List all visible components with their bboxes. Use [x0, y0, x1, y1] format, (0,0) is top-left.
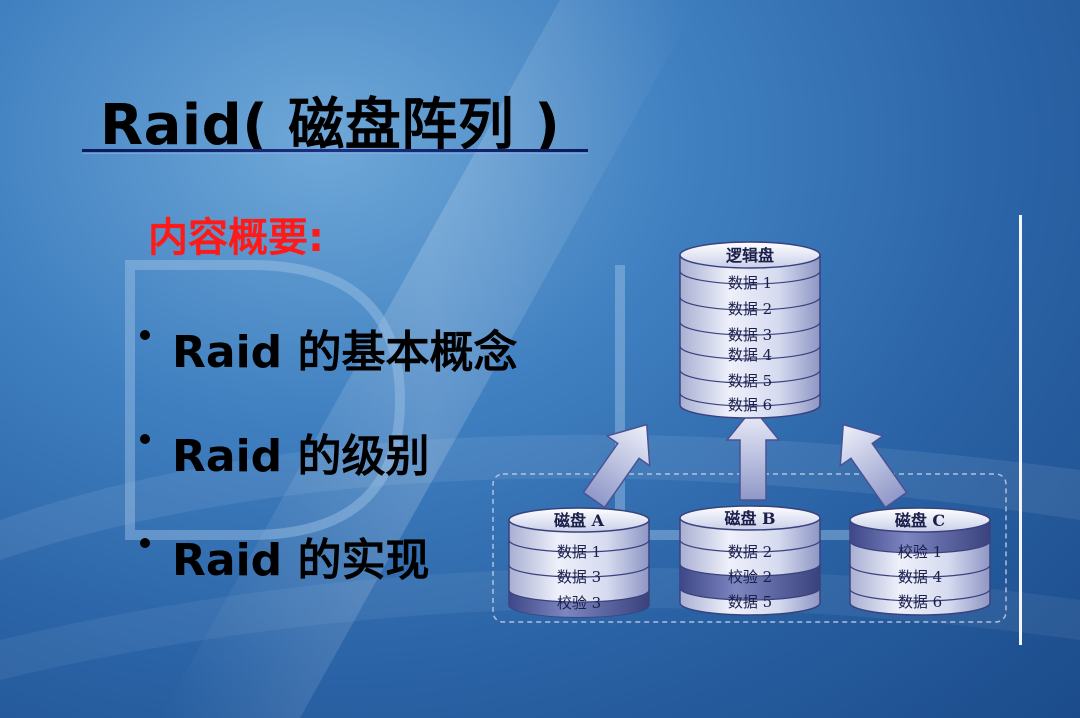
decorative-vertical-line: [1019, 215, 1022, 645]
logical-disk-item: 数据 1: [728, 274, 772, 292]
arrow-icon: [582, 423, 651, 509]
logical-disk-label: 逻辑盘: [726, 246, 774, 265]
logical-disk-item: 数据 4: [728, 346, 772, 364]
bullet-dot-icon: [140, 538, 150, 548]
logical-disk-item: 数据 2: [728, 300, 772, 318]
disk-c-cylinder: 磁盘 C 校验 1 数据 4 数据 6: [849, 507, 991, 616]
disk-item: 校验 2: [728, 568, 772, 586]
disk-item: 数据 2: [728, 543, 772, 561]
bullet-dot-icon: [140, 330, 150, 340]
disk-item: 数据 4: [898, 568, 942, 586]
bullet-text: Raid 的级别: [172, 431, 430, 482]
disk-item: 校验 1: [898, 543, 942, 561]
logical-disk-item: 数据 6: [728, 396, 772, 414]
slide-title: Raid( 磁盘阵列 ): [100, 93, 561, 158]
subtitle: 内容概要:: [148, 215, 324, 261]
disk-item: 校验 3: [557, 594, 601, 612]
disk-item: 数据 6: [898, 593, 942, 611]
disk-b-cylinder: 磁盘 B 数据 2 校验 2 数据 5: [679, 505, 821, 616]
disk-item: 数据 5: [728, 593, 772, 611]
disk-item: 数据 1: [557, 543, 601, 561]
arrow-icon: [725, 406, 781, 501]
disk-item: 数据 3: [557, 568, 601, 586]
disk-a-cylinder: 磁盘 A 数据 1 数据 3 校验 3: [508, 507, 650, 618]
disk-label: 磁盘 A: [554, 511, 605, 530]
disk-label: 磁盘 B: [724, 509, 775, 528]
title-underline: [82, 149, 588, 152]
logical-disk-cylinder: 逻辑盘 数据 1 数据 2 数据 3 数据 4 数据 5 数据 6: [679, 241, 821, 419]
bullet-text: Raid 的基本概念: [172, 327, 518, 378]
title-underline-highlight: [82, 153, 588, 154]
bullet-text: Raid 的实现: [172, 535, 430, 586]
disk-label: 磁盘 C: [895, 511, 945, 530]
logical-disk-item: 数据 5: [728, 372, 772, 390]
logical-disk-item: 数据 3: [728, 326, 772, 344]
arrow-icon: [839, 423, 908, 509]
bullet-dot-icon: [140, 434, 150, 444]
